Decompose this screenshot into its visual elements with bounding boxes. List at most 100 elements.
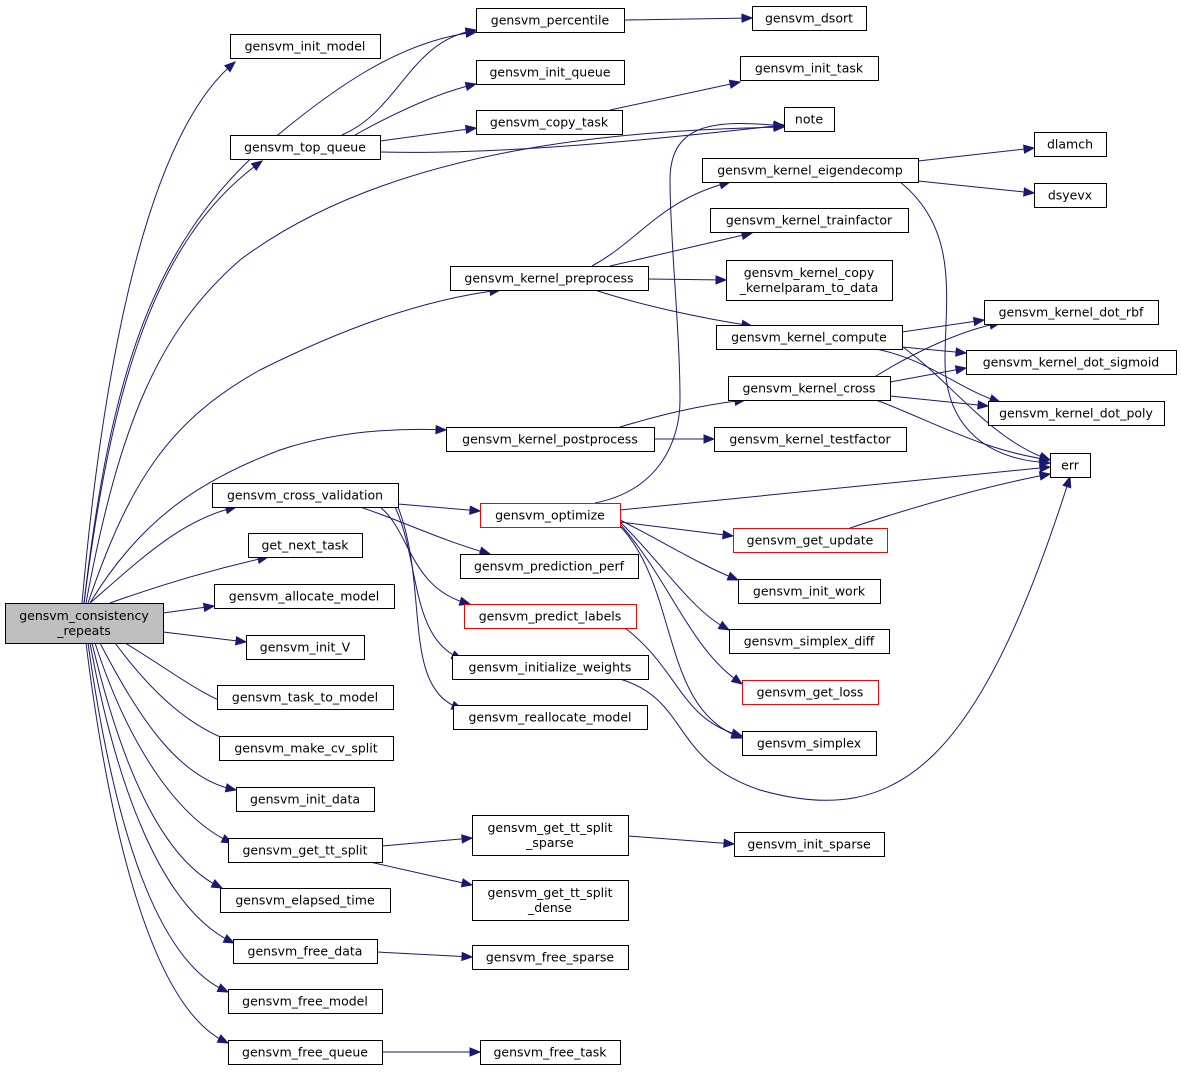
- node-tt-split[interactable]: gensvm_get_tt_split: [228, 838, 383, 863]
- node-task-to-model[interactable]: gensvm_task_to_model: [217, 685, 394, 710]
- node-box-init-V[interactable]: [246, 635, 365, 660]
- node-box-prediction-perf[interactable]: [460, 554, 639, 579]
- node-box-top-queue[interactable]: [230, 135, 381, 160]
- node-box-get-update[interactable]: [733, 528, 888, 553]
- node-free-data[interactable]: gensvm_free_data: [233, 939, 378, 964]
- node-box-trainfactor[interactable]: [710, 208, 909, 233]
- node-dot-sigmoid[interactable]: gensvm_kernel_dot_sigmoid: [966, 350, 1177, 375]
- node-free-sparse[interactable]: gensvm_free_sparse: [472, 945, 629, 970]
- node-box-allocate-model[interactable]: [214, 584, 395, 609]
- node-box-percentile[interactable]: [476, 8, 625, 33]
- node-optimize[interactable]: gensvm_optimize: [480, 503, 621, 528]
- node-box-init-sparse[interactable]: [734, 832, 885, 857]
- node-box-simplex[interactable]: [742, 731, 877, 756]
- node-box-dot-poly[interactable]: [988, 401, 1165, 426]
- node-box-dot-rbf[interactable]: [984, 300, 1159, 325]
- node-cross-validation[interactable]: gensvm_cross_validation: [212, 483, 399, 508]
- node-box-err[interactable]: [1050, 453, 1091, 478]
- node-box-compute[interactable]: [716, 325, 903, 350]
- node-box-dsort[interactable]: [752, 6, 867, 31]
- node-box-init-model[interactable]: [230, 34, 381, 59]
- node-box-reallocate-model[interactable]: [453, 705, 648, 730]
- node-dsyevx[interactable]: dsyevx: [1034, 183, 1107, 208]
- node-note[interactable]: note: [784, 107, 835, 132]
- node-init-task[interactable]: gensvm_init_task: [740, 56, 879, 81]
- node-box-make-cv-split[interactable]: [219, 736, 394, 761]
- node-free-task[interactable]: gensvm_free_task: [480, 1040, 621, 1065]
- node-box-tt-sparse[interactable]: [472, 815, 629, 856]
- node-box-tt-split[interactable]: [228, 838, 383, 863]
- node-elapsed-time[interactable]: gensvm_elapsed_time: [220, 888, 391, 913]
- node-copy-kp[interactable]: gensvm_kernel_copy_kernelparam_to_data: [726, 260, 893, 301]
- node-box-copy-kp[interactable]: [726, 260, 893, 301]
- node-get-loss[interactable]: gensvm_get_loss: [742, 680, 879, 705]
- node-box-free-model[interactable]: [228, 989, 383, 1014]
- node-make-cv-split[interactable]: gensvm_make_cv_split: [219, 736, 394, 761]
- node-init-sparse[interactable]: gensvm_init_sparse: [734, 832, 885, 857]
- node-box-copy-task[interactable]: [476, 110, 623, 135]
- node-free-queue[interactable]: gensvm_free_queue: [228, 1040, 383, 1065]
- node-box-free-queue[interactable]: [228, 1040, 383, 1065]
- node-box-free-sparse[interactable]: [472, 945, 629, 970]
- node-box-dlamch[interactable]: [1034, 132, 1107, 157]
- node-box-postprocess[interactable]: [446, 427, 655, 452]
- node-free-model[interactable]: gensvm_free_model: [228, 989, 383, 1014]
- node-postprocess[interactable]: gensvm_kernel_postprocess: [446, 427, 655, 452]
- node-box-preprocess[interactable]: [450, 266, 649, 291]
- node-box-init-work[interactable]: [738, 579, 881, 604]
- node-box-initialize-weights[interactable]: [452, 655, 649, 680]
- node-box-init-data[interactable]: [236, 787, 375, 812]
- node-copy-task[interactable]: gensvm_copy_task: [476, 110, 623, 135]
- node-preprocess[interactable]: gensvm_kernel_preprocess: [450, 266, 649, 291]
- node-simplex-diff[interactable]: gensvm_simplex_diff: [729, 629, 890, 654]
- node-dlamch[interactable]: dlamch: [1034, 132, 1107, 157]
- node-init-model[interactable]: gensvm_init_model: [230, 34, 381, 59]
- node-box-testfactor[interactable]: [714, 427, 907, 452]
- node-testfactor[interactable]: gensvm_kernel_testfactor: [714, 427, 907, 452]
- node-box-init-task[interactable]: [740, 56, 879, 81]
- node-dsort[interactable]: gensvm_dsort: [752, 6, 867, 31]
- node-top-queue[interactable]: gensvm_top_queue: [230, 135, 381, 160]
- node-get-next-task[interactable]: get_next_task: [248, 533, 363, 558]
- node-init-work[interactable]: gensvm_init_work: [738, 579, 881, 604]
- node-box-note[interactable]: [784, 107, 835, 132]
- node-tt-sparse[interactable]: gensvm_get_tt_split_sparse: [472, 815, 629, 856]
- node-get-update[interactable]: gensvm_get_update: [733, 528, 888, 553]
- node-box-free-data[interactable]: [233, 939, 378, 964]
- node-allocate-model[interactable]: gensvm_allocate_model: [214, 584, 395, 609]
- node-cross[interactable]: gensvm_kernel_cross: [728, 376, 891, 401]
- node-box-consistency[interactable]: [5, 603, 164, 644]
- node-box-optimize[interactable]: [480, 503, 621, 528]
- node-init-data[interactable]: gensvm_init_data: [236, 787, 375, 812]
- node-box-eigendecomp[interactable]: [702, 158, 919, 183]
- node-trainfactor[interactable]: gensvm_kernel_trainfactor: [710, 208, 909, 233]
- node-err[interactable]: err: [1050, 453, 1091, 478]
- node-dot-rbf[interactable]: gensvm_kernel_dot_rbf: [984, 300, 1159, 325]
- node-box-elapsed-time[interactable]: [220, 888, 391, 913]
- node-eigendecomp[interactable]: gensvm_kernel_eigendecomp: [702, 158, 919, 183]
- node-box-dot-sigmoid[interactable]: [966, 350, 1177, 375]
- node-box-cross-validation[interactable]: [212, 483, 399, 508]
- node-init-V[interactable]: gensvm_init_V: [246, 635, 365, 660]
- node-box-tt-dense[interactable]: [472, 880, 629, 921]
- node-box-predict-labels[interactable]: [464, 604, 637, 629]
- node-prediction-perf[interactable]: gensvm_prediction_perf: [460, 554, 639, 579]
- node-box-get-next-task[interactable]: [248, 533, 363, 558]
- node-consistency[interactable]: gensvm_consistency_repeats: [5, 603, 164, 644]
- node-init-queue[interactable]: gensvm_init_queue: [476, 60, 625, 85]
- node-box-init-queue[interactable]: [476, 60, 625, 85]
- node-percentile[interactable]: gensvm_percentile: [476, 8, 625, 33]
- node-tt-dense[interactable]: gensvm_get_tt_split_dense: [472, 880, 629, 921]
- node-box-task-to-model[interactable]: [217, 685, 394, 710]
- node-box-free-task[interactable]: [480, 1040, 621, 1065]
- node-box-dsyevx[interactable]: [1034, 183, 1107, 208]
- node-reallocate-model[interactable]: gensvm_reallocate_model: [453, 705, 648, 730]
- node-dot-poly[interactable]: gensvm_kernel_dot_poly: [988, 401, 1165, 426]
- node-simplex[interactable]: gensvm_simplex: [742, 731, 877, 756]
- node-compute[interactable]: gensvm_kernel_compute: [716, 325, 903, 350]
- node-box-cross[interactable]: [728, 376, 891, 401]
- node-box-simplex-diff[interactable]: [729, 629, 890, 654]
- node-predict-labels[interactable]: gensvm_predict_labels: [464, 604, 637, 629]
- node-initialize-weights[interactable]: gensvm_initialize_weights: [452, 655, 649, 680]
- node-box-get-loss[interactable]: [742, 680, 879, 705]
